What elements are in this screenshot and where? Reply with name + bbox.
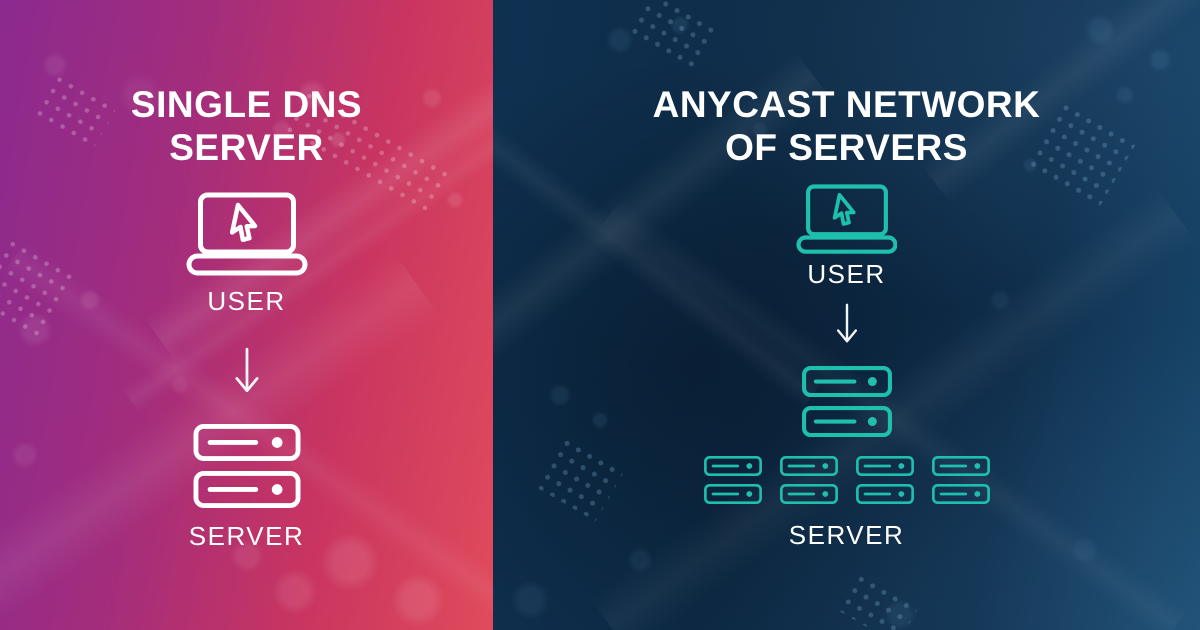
dot-grid-texture (534, 434, 626, 522)
arrow-down-icon-right (833, 303, 861, 349)
right-panel-title: ANYCAST NETWORK OF SERVERS (493, 83, 1200, 169)
user-label-left: USER (207, 286, 286, 316)
left-panel-title: SINGLE DNS SERVER (0, 83, 493, 169)
laptop-with-cursor-icon (795, 184, 898, 254)
server-stack-icon-left (193, 424, 300, 518)
anycast-panel: ANYCAST NETWORK OF SERVERS USER (493, 0, 1200, 630)
server-unit-icon (801, 366, 892, 398)
server-unit-icon (193, 424, 300, 461)
arrow-down-icon-left (231, 347, 263, 399)
server-unit-icon (855, 484, 914, 504)
server-unit-icon (703, 456, 762, 476)
server-unit-icon (193, 470, 300, 508)
server-label-right: SERVER (788, 520, 905, 550)
server-unit-icon (779, 456, 838, 476)
single-dns-panel: SINGLE DNS SERVER USER SERVER (0, 0, 493, 630)
dot-grid-texture (836, 570, 920, 630)
arrow-down-icon (836, 303, 857, 343)
left-title-line2: SERVER (169, 126, 324, 168)
server-unit-icon (779, 484, 838, 504)
left-title-line1: SINGLE DNS (130, 83, 363, 125)
server-unit-icon (931, 456, 990, 476)
dot-grid-texture (624, 0, 722, 77)
user-label-right: USER (807, 259, 886, 289)
server-unit-icon (931, 484, 990, 504)
user-laptop-icon-left (186, 192, 308, 285)
laptop-with-cursor-icon (186, 192, 307, 276)
server-farm-grid (701, 456, 992, 504)
server-unit-icon (855, 456, 914, 476)
right-title-line1: ANYCAST NETWORK (652, 83, 1041, 125)
user-laptop-icon-right (795, 184, 898, 263)
arrow-down-icon (234, 347, 259, 393)
server-unit-icon (703, 484, 762, 504)
main-server-stack-icon (801, 366, 892, 446)
server-label-left: SERVER (188, 521, 305, 551)
right-title-line2: OF SERVERS (725, 126, 968, 168)
server-unit-icon (801, 406, 892, 438)
